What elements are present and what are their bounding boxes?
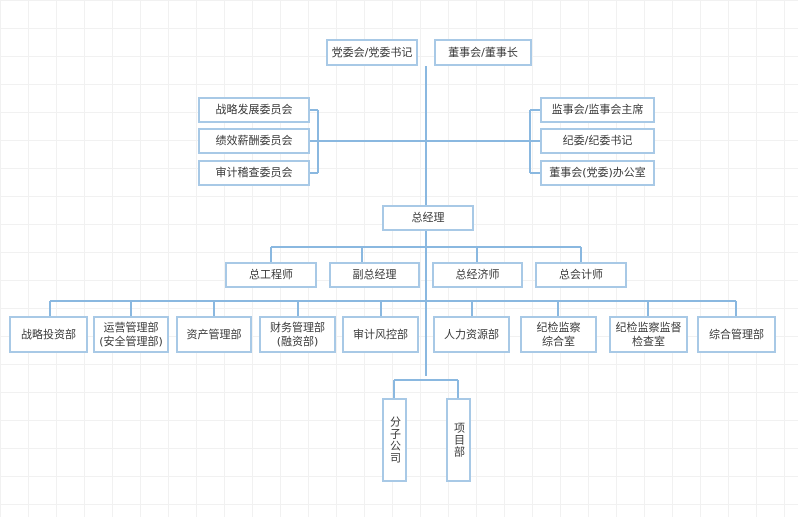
general-manager-node[interactable]: 总经理 [382,205,474,231]
dept-finance-node[interactable]: 财务管理部 (融资部) [259,316,336,353]
board-office-node[interactable]: 董事会(党委)办公室 [540,160,655,186]
dept-inspection-node[interactable]: 纪检监察监督 检查室 [609,316,688,353]
audit-committee-node[interactable]: 审计稽查委员会 [198,160,310,186]
chief-economist-node[interactable]: 总经济师 [432,262,523,288]
strategy-committee-node[interactable]: 战略发展委员会 [198,97,310,123]
project-dept-node[interactable]: 项目部 [446,398,471,482]
dept-audit-risk-node[interactable]: 审计风控部 [342,316,419,353]
dept-general-node[interactable]: 综合管理部 [697,316,776,353]
compensation-committee-node[interactable]: 绩效薪酬委员会 [198,128,310,154]
board-node[interactable]: 董事会/董事长 [434,39,532,66]
dept-discipline-node[interactable]: 纪检监察 综合室 [520,316,597,353]
party-committee-node[interactable]: 党委会/党委书记 [326,39,418,66]
deputy-gm-node[interactable]: 副总经理 [329,262,420,288]
chief-engineer-node[interactable]: 总工程师 [225,262,317,288]
chief-accountant-node[interactable]: 总会计师 [535,262,627,288]
subsidiaries-node[interactable]: 分子公司 [382,398,407,482]
supervisory-board-node[interactable]: 监事会/监事会主席 [540,97,655,123]
dept-strategy-invest-node[interactable]: 战略投资部 [9,316,88,353]
discipline-committee-node[interactable]: 纪委/纪委书记 [540,128,655,154]
dept-assets-node[interactable]: 资产管理部 [176,316,252,353]
dept-operations-node[interactable]: 运营管理部 (安全管理部) [93,316,169,353]
dept-hr-node[interactable]: 人力资源部 [433,316,510,353]
